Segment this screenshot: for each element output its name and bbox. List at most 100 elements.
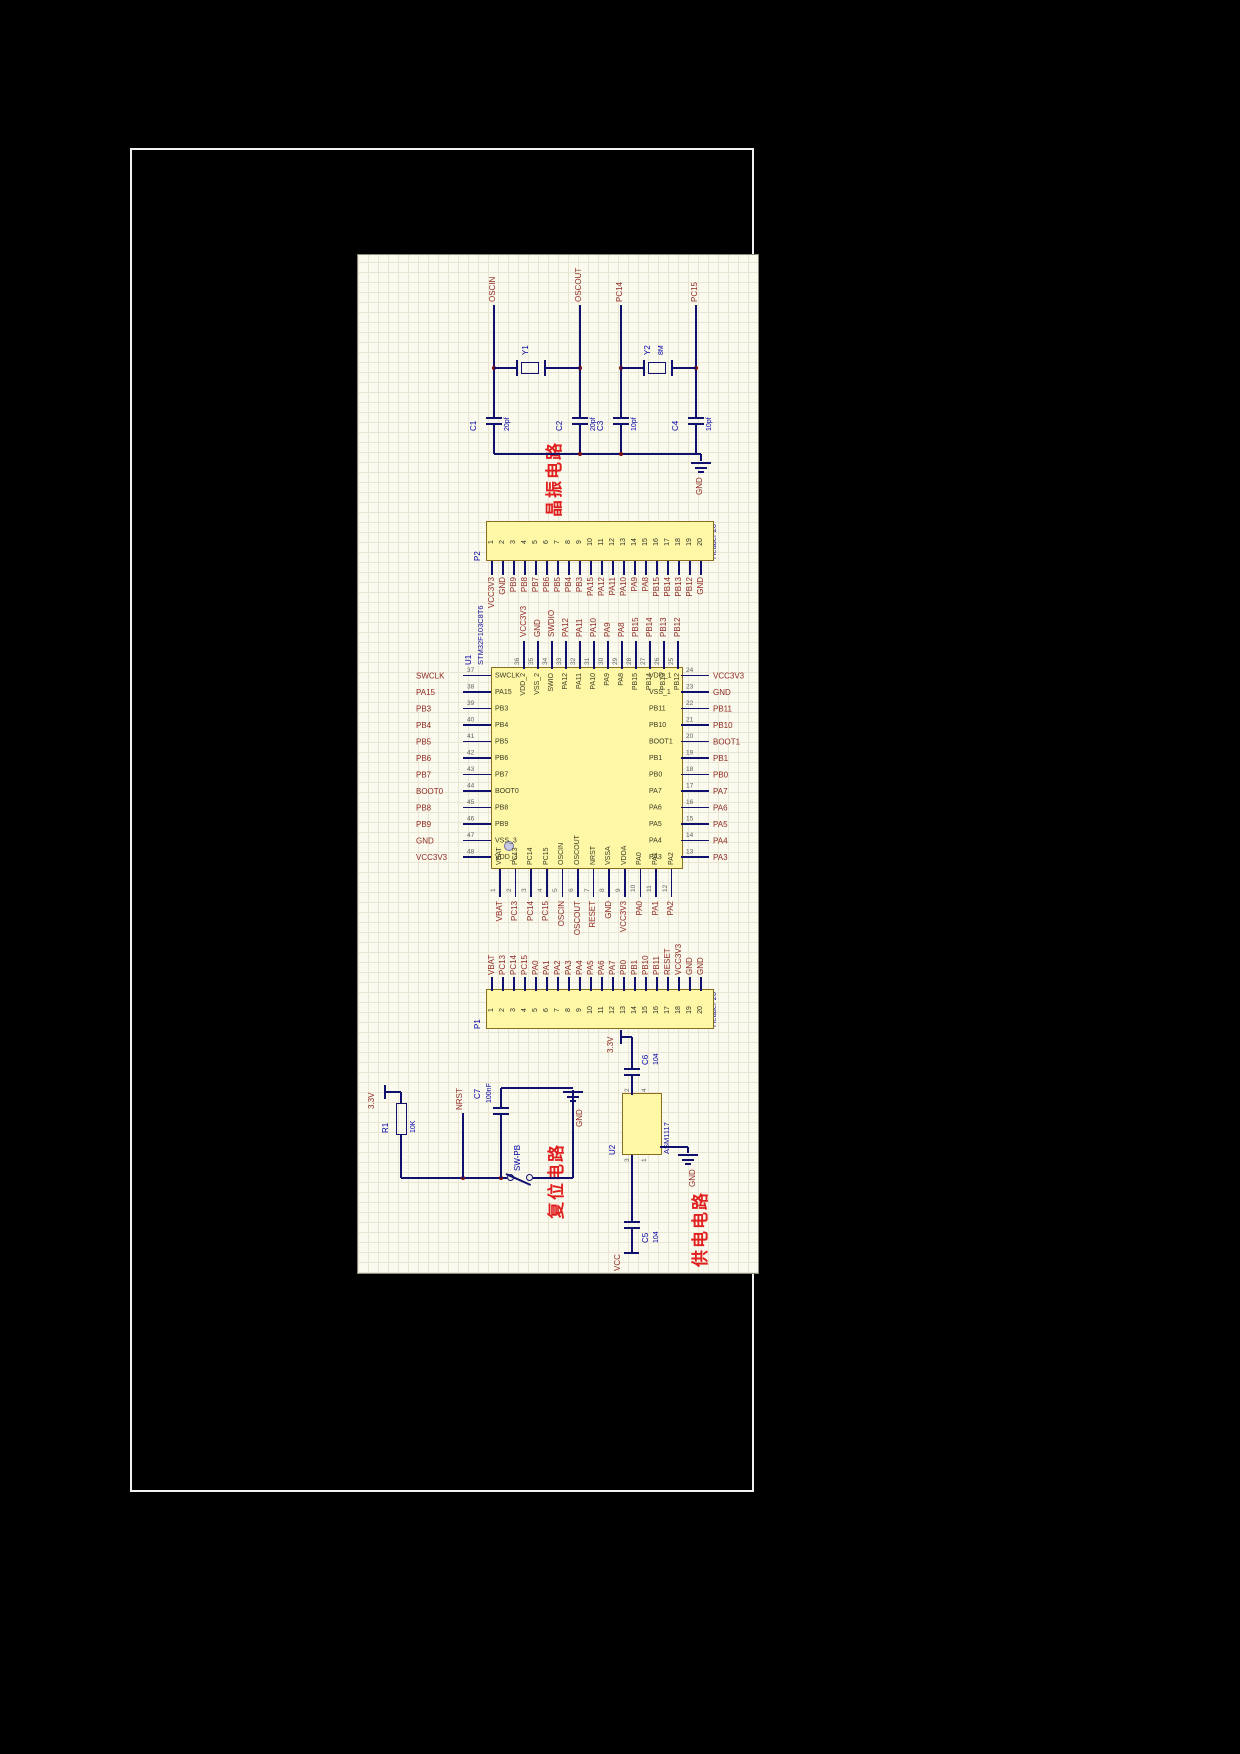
- net-label: PA5: [585, 960, 595, 975]
- net-label: VCC3V3: [619, 901, 629, 933]
- net-label: OSCIN: [556, 901, 566, 927]
- pin-number: 18: [686, 766, 694, 773]
- net-label: OSCOUT: [572, 901, 582, 936]
- wire: [572, 1090, 574, 1178]
- net-label: GND: [497, 577, 507, 595]
- pin-number: 23: [686, 683, 694, 691]
- net-label: VCC3V3: [713, 671, 745, 681]
- wire: [631, 1037, 633, 1068]
- net-label-pc15: PC15: [690, 281, 699, 302]
- wire: [673, 367, 696, 369]
- net-label: PA11: [607, 577, 617, 596]
- pin-name: VDDA: [620, 845, 628, 865]
- pin-number: 19: [686, 749, 694, 757]
- wire: [645, 977, 647, 991]
- pin-name: PA0: [636, 852, 644, 865]
- pin-name: VDD_3: [495, 854, 518, 861]
- schematic-sheet: OSCIN OSCOUT PC14 PC15 GND C1 20pf C2 20…: [357, 254, 759, 1274]
- pin-name: OSCOUT: [574, 835, 581, 865]
- net-label: PA0: [530, 960, 540, 975]
- gnd-symbol-bar: [691, 462, 711, 464]
- wire: [639, 869, 642, 897]
- regulator-pin-number: 1: [641, 1158, 648, 1162]
- wire: [655, 869, 657, 897]
- net-label: PB8: [416, 803, 432, 813]
- net-label: PC13: [497, 954, 507, 975]
- wire: [620, 305, 622, 368]
- wire: [620, 425, 622, 454]
- wire: [500, 1088, 502, 1107]
- wire: [689, 977, 691, 991]
- net-label-oscout: OSCOUT: [574, 267, 583, 302]
- pin-number: 44: [467, 782, 475, 790]
- pin-number: 28: [626, 657, 633, 665]
- wire: [463, 691, 491, 693]
- wire: [667, 977, 669, 991]
- wire: [621, 367, 643, 369]
- pin-number: 1: [488, 540, 495, 544]
- wire: [535, 977, 537, 991]
- wire: [681, 740, 709, 743]
- pin-number: 7: [554, 540, 561, 544]
- pin-number: 6: [543, 540, 550, 544]
- pin-number: 17: [664, 538, 671, 546]
- wire: [663, 641, 665, 669]
- pin-number: 48: [467, 848, 475, 856]
- wire: [656, 977, 658, 991]
- wire: [681, 691, 709, 693]
- pin-number: 20: [697, 538, 704, 546]
- pin-number: 2: [499, 540, 506, 544]
- power-label-3v3-reset: 3.3V: [367, 1092, 376, 1109]
- net-label: PC15: [519, 954, 529, 975]
- net-label: PB0: [713, 770, 729, 780]
- wire: [608, 869, 610, 897]
- wire: [678, 561, 680, 575]
- gnd-symbol-bar: [567, 1096, 579, 1098]
- pin-name: SWIO: [548, 673, 555, 692]
- pin-number: 35: [528, 657, 535, 665]
- pin-number: 14: [631, 1006, 638, 1014]
- pin-name: PB6: [495, 755, 509, 762]
- pin-number: 1: [490, 888, 497, 892]
- designator-y1: Y1: [521, 345, 530, 355]
- net-label: PB4: [563, 577, 573, 593]
- designator-p1: P1: [473, 1019, 482, 1029]
- pin-number: 30: [598, 657, 605, 665]
- pin-number: 8: [565, 540, 572, 544]
- net-label: PA7: [713, 787, 728, 796]
- crystal-body: [648, 362, 666, 374]
- pin-name: VDD_1: [649, 672, 672, 680]
- net-label: PB13: [673, 577, 683, 597]
- wire: [631, 1076, 633, 1095]
- pin-name: PB1: [649, 755, 663, 762]
- gnd-symbol-bar: [695, 467, 707, 469]
- designator-c1: C1: [469, 420, 478, 431]
- wire: [607, 641, 609, 669]
- value-c3: 10pf: [631, 417, 638, 431]
- pin-name: PB15: [632, 673, 639, 691]
- designator-c6: C6: [641, 1054, 650, 1065]
- net-label: PC14: [525, 901, 535, 922]
- pin-number: 15: [642, 538, 649, 546]
- designator-c4: C4: [671, 420, 680, 431]
- net-label: BOOT0: [416, 787, 444, 796]
- net-label: PC15: [541, 901, 551, 922]
- wire: [579, 977, 581, 991]
- pin-name: PB0: [649, 771, 663, 779]
- pin-number: 11: [646, 885, 653, 892]
- wire: [523, 641, 525, 669]
- pin-number: 13: [620, 1006, 627, 1014]
- pin-number: 3: [521, 888, 529, 892]
- pin-number: 47: [467, 832, 475, 839]
- pin-number: 20: [686, 733, 694, 740]
- pin-number: 4: [536, 888, 544, 892]
- net-label: PA3: [563, 960, 573, 975]
- pin-number: 16: [653, 538, 660, 546]
- net-label: PB7: [416, 770, 432, 780]
- wire: [524, 977, 526, 991]
- wire: [463, 757, 491, 759]
- part-name-ams1117: ASM1117: [662, 1122, 671, 1154]
- wire: [620, 368, 622, 417]
- pin-name: PB7: [495, 771, 509, 779]
- regulator-body: [622, 1093, 662, 1155]
